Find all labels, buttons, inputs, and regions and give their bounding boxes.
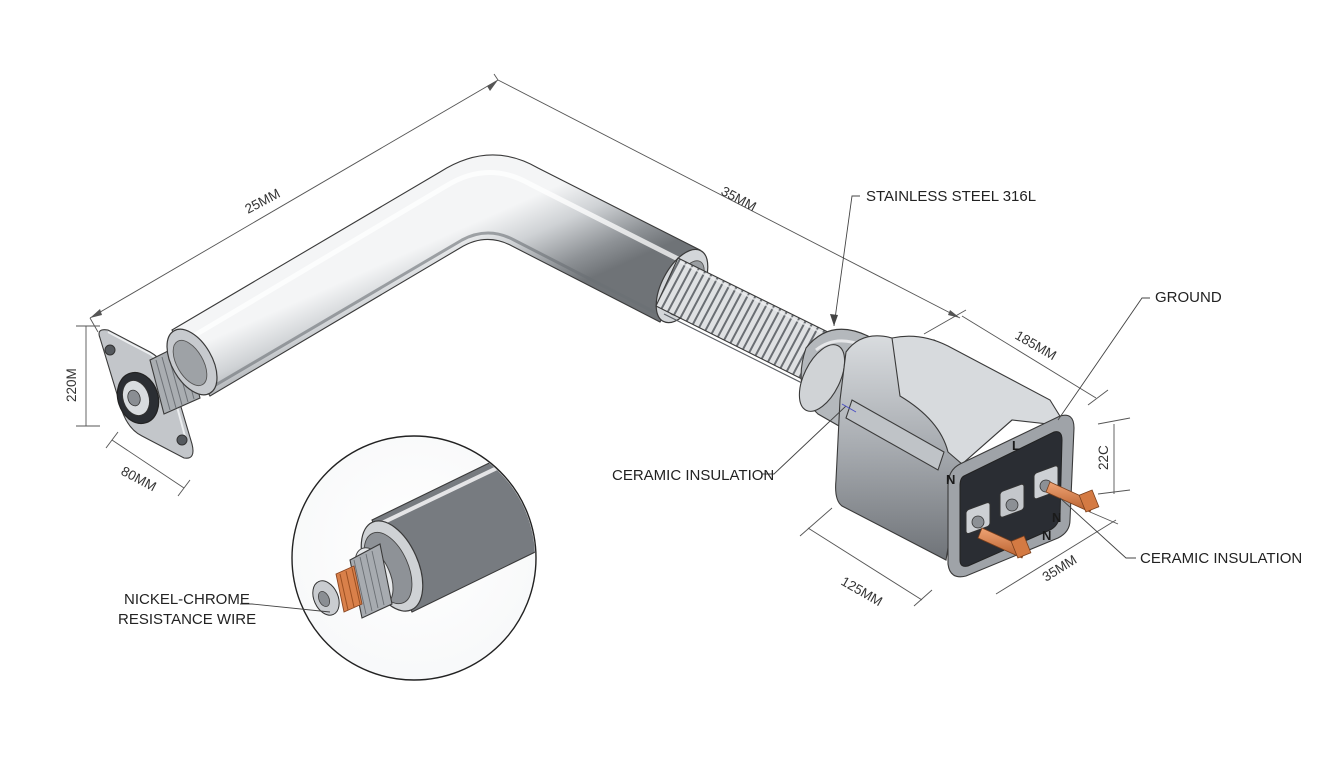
copper-terminal-pins (977, 481, 1100, 559)
label-nichrome-line2: RESISTANCE WIRE (118, 611, 256, 628)
dim-upper-long: 25MM (242, 186, 282, 217)
terminal-n-lower: N (1042, 528, 1051, 543)
terminal-l-top: L (1012, 438, 1020, 453)
dim-housing-top: 185MM (1013, 328, 1059, 363)
dim-flange-width: 80MM (119, 463, 159, 494)
sheathed-tube (166, 154, 709, 397)
dim-upper-right: 35MM (719, 183, 759, 214)
dim-housing-bottom: 125MM (839, 574, 885, 609)
mounting-flange (98, 329, 194, 459)
cross-section-detail (291, 435, 537, 681)
label-nichrome-line1: NICKEL-CHROME (124, 591, 250, 608)
flange-bolt-hole-bottom (176, 434, 188, 446)
flange-bolt-hole-top (104, 344, 116, 356)
dim-housing-side: 22C (1096, 445, 1111, 470)
dimension-lines (76, 73, 1131, 607)
label-ceramic-insulation-right: CERAMIC INSULATION (1140, 550, 1302, 567)
label-ceramic-insulation-left: CERAMIC INSULATION (612, 467, 774, 484)
terminal-n-left: N (946, 472, 955, 487)
leader-lines (240, 195, 1150, 613)
label-stainless-steel: STAINLESS STEEL 316L (866, 188, 1036, 205)
dim-flange-height: 220M (64, 368, 79, 402)
dim-terminal-bottom: 35MM (1040, 552, 1080, 585)
coiled-section (655, 257, 837, 387)
label-ground: GROUND (1155, 289, 1222, 306)
terminal-housing (835, 335, 1075, 578)
terminal-n-right: N (1052, 510, 1061, 525)
